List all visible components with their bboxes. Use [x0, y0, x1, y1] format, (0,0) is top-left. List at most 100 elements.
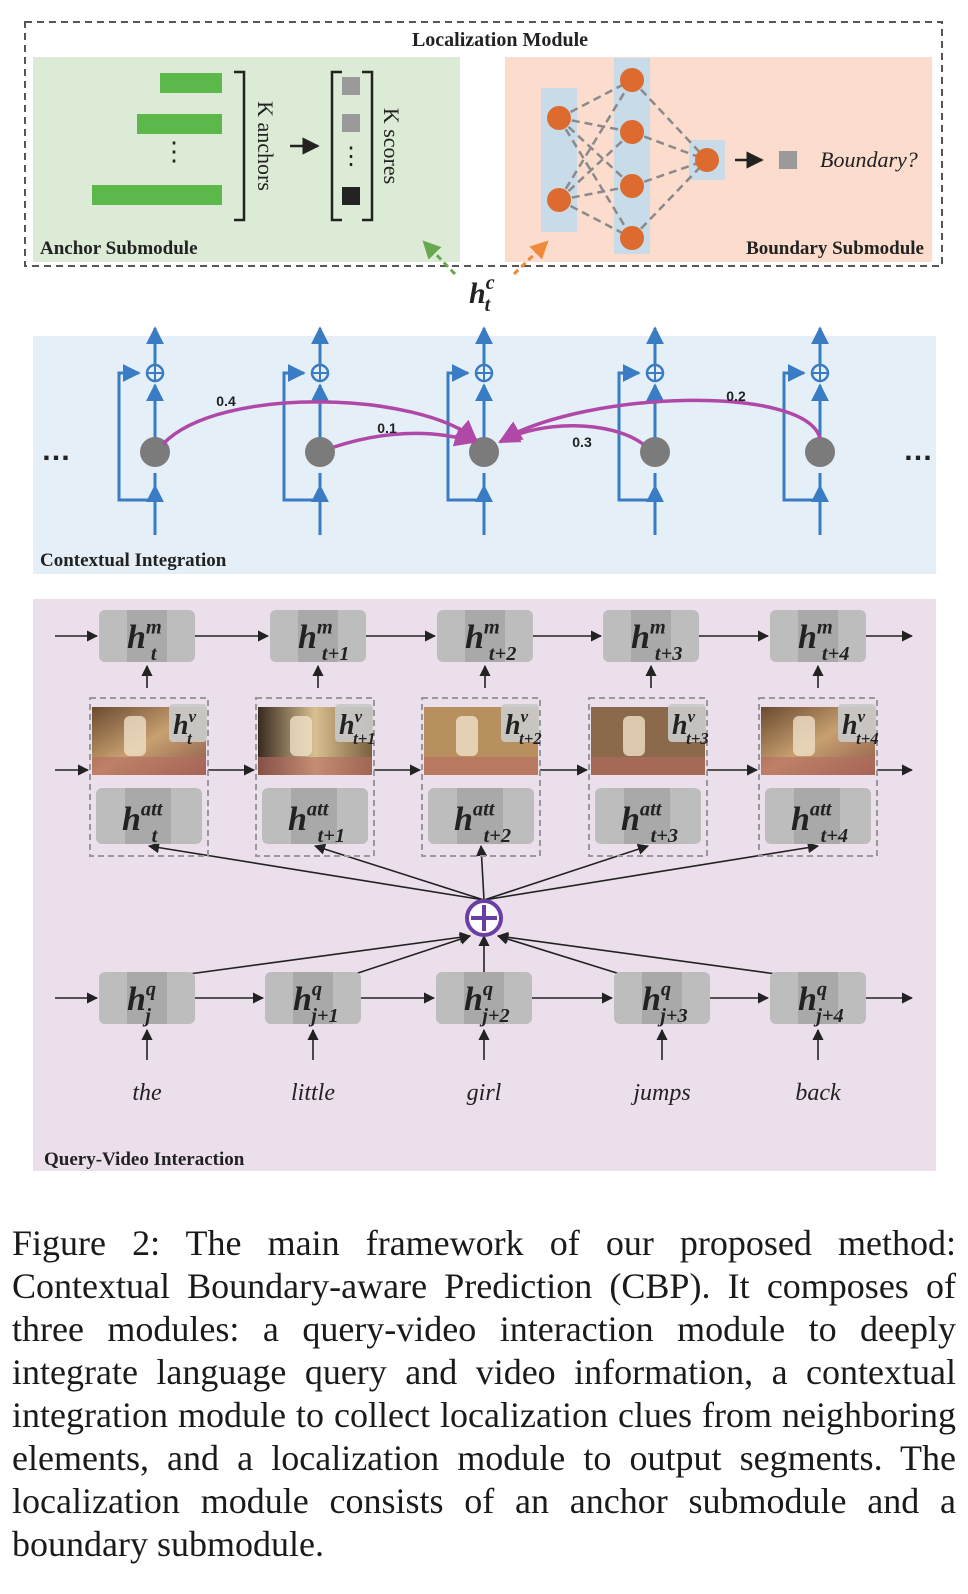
anchor-bar [137, 114, 222, 134]
hatt-shade [624, 788, 670, 844]
skip-connection [117, 364, 155, 502]
hq-to-fusion-arrow [496, 933, 621, 975]
query-word: the [132, 1080, 162, 1106]
anchor-bar [92, 185, 222, 205]
hv-box [335, 704, 373, 742]
skip-connection [282, 364, 320, 502]
video-unit-border [758, 697, 878, 857]
hv-box [838, 704, 876, 742]
frame-floor [424, 757, 538, 775]
scores-label: K scores [379, 108, 404, 184]
video-unit-border [255, 697, 375, 857]
query-word: jumps [630, 1080, 690, 1106]
anchors-label: K anchors [253, 101, 278, 191]
network-edges [557, 78, 708, 240]
scores-bracket-left [330, 70, 342, 222]
context-node [305, 437, 335, 467]
ellipsis-left: … [41, 434, 71, 467]
boundary-submodule-label: Boundary Submodule [746, 238, 924, 259]
context-node [140, 437, 170, 467]
context-node [805, 437, 835, 467]
attention-arc [333, 426, 477, 449]
boundary-score-cell [779, 151, 797, 169]
hq-shade [464, 972, 504, 1024]
interaction-label: Query-Video Interaction [44, 1149, 245, 1170]
context-unit [617, 326, 670, 535]
hatt-shade [291, 788, 337, 844]
neuron [547, 188, 571, 212]
hq-shade [642, 972, 682, 1024]
hv-box [169, 704, 207, 742]
hv-box [501, 704, 539, 742]
hv-box [668, 704, 706, 742]
localization-module: Localization Module ⋮ K anchors ⋮ K scor… [24, 21, 943, 316]
localization-border [24, 21, 943, 267]
query-word: little [291, 1080, 335, 1106]
neuron [547, 106, 571, 130]
hq-shade [798, 972, 838, 1024]
neuron [620, 226, 644, 250]
skip-connection [782, 364, 820, 502]
video-unit-border [89, 697, 209, 857]
contextual-integration: 0.4 0.1 0.3 0.2 … … Contextual Integrati… [33, 326, 936, 574]
anchor-submodule: ⋮ K anchors ⋮ K scores Anchor Submodule [33, 57, 460, 262]
hm-shade [298, 610, 338, 662]
ellipsis-right: … [903, 434, 933, 467]
score-cell [342, 114, 360, 132]
weight-label: 0.3 [572, 434, 592, 450]
anchors-bracket [234, 70, 246, 222]
neuron [620, 68, 644, 92]
localization-title: Localization Module [412, 29, 588, 51]
neuron [695, 148, 719, 172]
video-unit-border [421, 697, 541, 857]
frame-floor [761, 757, 875, 775]
skip-connection [617, 364, 655, 502]
hm-shade [631, 610, 671, 662]
hm-shade [127, 610, 167, 662]
anchor-bar [160, 73, 222, 93]
anchor-submodule-bg [33, 57, 460, 262]
weight-label: 0.2 [726, 388, 746, 404]
neuron [620, 120, 644, 144]
contextual-label: Contextual Integration [40, 550, 227, 571]
video-unit-border [588, 697, 708, 857]
fusion-to-att-arrow [147, 842, 485, 901]
context-node [640, 437, 670, 467]
anchor-submodule-label: Anchor Submodule [40, 238, 198, 259]
hm-shade [465, 610, 505, 662]
frame-floor [591, 757, 705, 775]
frame-highlight [290, 716, 312, 756]
hatt-shade [794, 788, 840, 844]
frame-highlight [623, 716, 645, 756]
query-word: girl [467, 1080, 502, 1106]
